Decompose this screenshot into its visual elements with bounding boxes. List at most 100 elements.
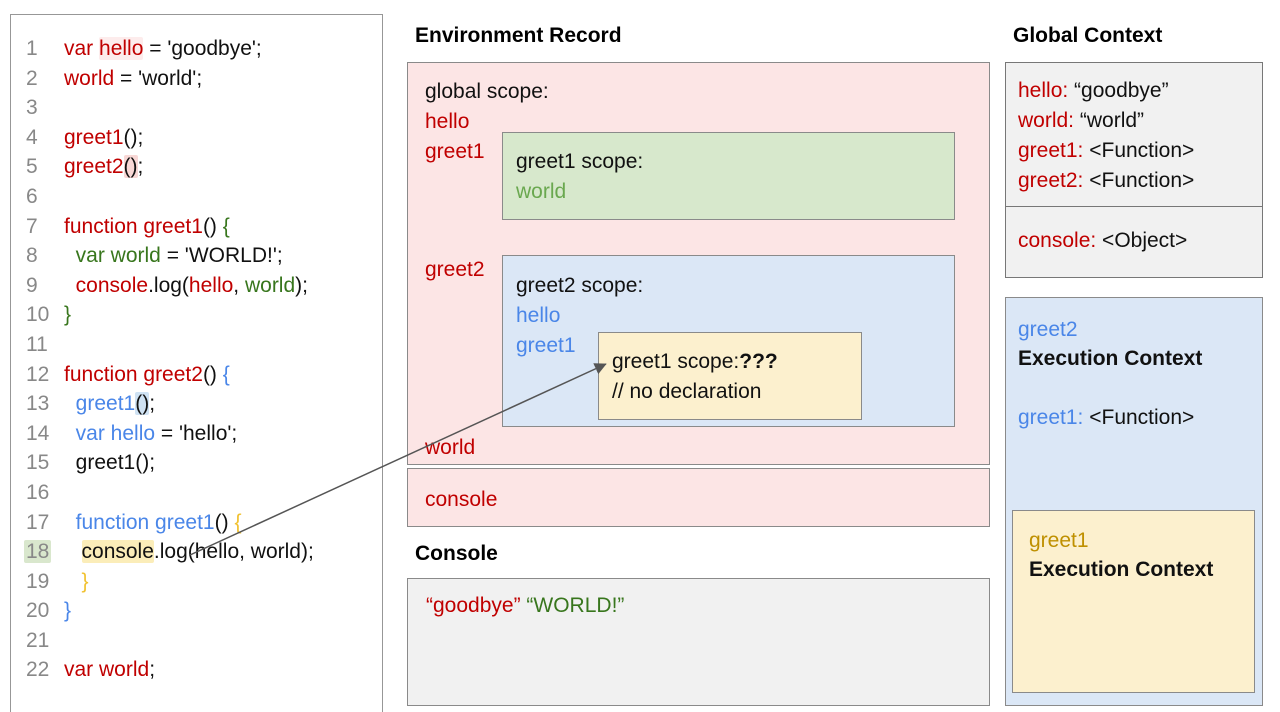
line-number: 19	[11, 567, 64, 597]
greet2-context-entry: greet1: <Function>	[1018, 406, 1194, 430]
code-text: greet1();	[64, 389, 155, 419]
global-context-entry: greet2: <Function>	[1018, 169, 1194, 193]
code-text: }	[64, 300, 71, 330]
line-number: 1	[11, 34, 64, 64]
line-number: 6	[11, 182, 64, 212]
code-line: 4 greet1();	[11, 123, 382, 153]
line-number: 22	[11, 655, 64, 685]
code-line: 17 function greet1() {	[11, 508, 382, 538]
code-token: var world	[64, 658, 150, 682]
line-number: 14	[11, 419, 64, 449]
line-number-text: 12	[26, 362, 50, 386]
code-text: greet1();	[64, 123, 143, 153]
line-number-text: 13	[26, 392, 50, 416]
global-var-greet2: greet2	[425, 258, 485, 281]
code-token: var hello	[75, 421, 156, 445]
code-text: console.log(hello, world);	[64, 271, 308, 301]
line-number: 16	[11, 478, 64, 508]
code-text: function greet1() {	[64, 508, 242, 538]
text-segment: greet1:	[1018, 406, 1084, 429]
code-token: ()	[123, 155, 138, 179]
code-token: world	[64, 66, 115, 90]
text-segment: hello:	[1018, 79, 1069, 102]
line-number: 4	[11, 123, 64, 153]
code-token: world	[244, 273, 296, 297]
text-segment: “goodbye”	[1068, 79, 1169, 102]
code-token: ()	[202, 362, 223, 386]
text-segment: greet1:	[1018, 139, 1084, 162]
code-token	[64, 274, 76, 297]
code-token: }	[81, 569, 89, 593]
greet2-scope-var-greet1: greet1	[516, 334, 576, 357]
line-number: 7	[11, 212, 64, 242]
code-token	[64, 422, 76, 445]
line-number-text: 21	[26, 628, 50, 652]
global-context-entry: hello: “goodbye”	[1018, 79, 1169, 103]
global-context-box: hello: “goodbye”world: “world”greet1: <F…	[1005, 62, 1263, 278]
code-token	[64, 511, 76, 534]
environment-record-title: Environment Record	[415, 24, 622, 47]
code-line: 19 }	[11, 567, 382, 597]
code-token	[64, 570, 82, 593]
code-text: greet1();	[64, 448, 155, 478]
greet1-context-label: Execution Context	[1029, 558, 1214, 581]
line-number-text: 22	[26, 658, 50, 682]
global-var-hello: hello	[425, 110, 470, 133]
line-number-text: 6	[26, 184, 38, 208]
code-token: ()	[202, 214, 223, 238]
greet2-scope-label: greet2 scope:	[516, 274, 644, 297]
text-segment: <Function>	[1083, 169, 1195, 192]
unknown-scope-marker: ???	[739, 350, 778, 373]
greet1-scope-var-world: world	[516, 180, 567, 203]
code-line: 21	[11, 626, 382, 656]
code-token: = 'goodbye';	[143, 37, 262, 60]
line-number: 12	[11, 360, 64, 390]
greet1-context-name: greet1	[1029, 529, 1089, 552]
line-number-text: 14	[26, 421, 50, 445]
code-token: greet2	[64, 155, 124, 179]
text-segment: <Function>	[1083, 406, 1195, 429]
global-var-console: console	[425, 488, 498, 511]
line-number-text: 16	[26, 480, 50, 504]
code-token: var	[64, 37, 100, 60]
code-line: 13 greet1();	[11, 389, 382, 419]
text-segment: “WORLD!”	[526, 594, 625, 617]
code-token: );	[295, 273, 308, 297]
inner-greet1-scope-box	[598, 332, 862, 420]
code-text: greet2();	[64, 152, 143, 182]
code-token: {	[234, 510, 242, 534]
code-token: greet1	[64, 125, 124, 149]
code-text: var hello = 'hello';	[64, 419, 238, 449]
line-number: 2	[11, 64, 64, 94]
line-number: 17	[11, 508, 64, 538]
code-token: }	[64, 599, 72, 623]
greet2-context-label: Execution Context	[1018, 347, 1203, 370]
inner-greet1-scope-label: greet1 scope:???	[612, 350, 778, 373]
code-token: ()	[214, 510, 235, 534]
code-line: 14 var hello = 'hello';	[11, 419, 382, 449]
no-declaration-comment: // no declaration	[612, 380, 762, 403]
greet1-scope-label: greet1 scope:	[516, 150, 644, 173]
code-token: ();	[123, 125, 144, 149]
code-text: var hello = 'goodbye';	[64, 34, 262, 64]
code-token: ;	[137, 155, 144, 179]
global-var-world: world	[425, 436, 476, 459]
code-token: ;	[149, 392, 156, 416]
text-segment: console:	[1018, 229, 1097, 252]
line-number: 10	[11, 300, 64, 330]
text-segment: <Function>	[1083, 139, 1195, 162]
code-token: .log(	[148, 273, 189, 297]
line-number-text: 17	[26, 510, 50, 534]
code-token: function greet1	[64, 214, 203, 238]
line-number-text: 4	[26, 125, 38, 149]
line-number-text: 18	[24, 540, 52, 564]
line-number: 15	[11, 448, 64, 478]
global-var-greet1: greet1	[425, 140, 485, 163]
